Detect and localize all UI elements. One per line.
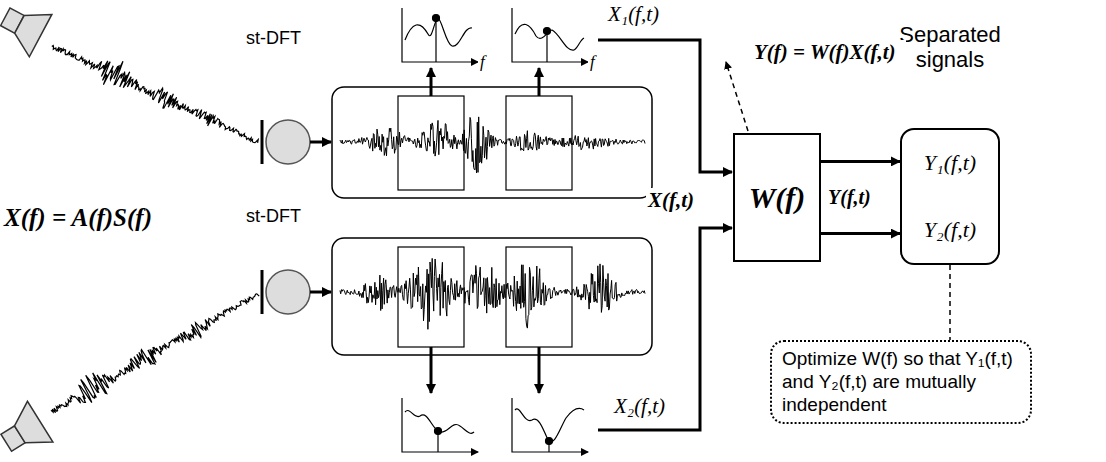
frame [398, 96, 464, 190]
axis-label: f [588, 52, 597, 72]
stage-label: st-DFT [244, 28, 303, 49]
waveform-panel [332, 238, 652, 355]
signal-name: X₁(f,t) [606, 2, 661, 26]
microphone [266, 270, 310, 314]
axis-label: f [478, 52, 487, 72]
signal-name: X(f,t) [646, 188, 696, 212]
dashed-link [949, 265, 951, 340]
node-text: W(f) [749, 181, 806, 215]
waveform [52, 46, 258, 143]
output-box: Separated signalsY₁(f,t)Y₂(f,t) [900, 128, 1000, 265]
unmixing-box: W(f) [733, 133, 821, 262]
signal-name: X₂(f,t) [612, 394, 667, 418]
signal-arrow [821, 160, 900, 163]
node-text: Optimize W(f) so that Y₁(f,t) and Y₂(f,t… [782, 348, 1020, 416]
stage-label: st-DFT [244, 206, 303, 227]
equation: Y(f) = W(f)X(f,t) [752, 40, 906, 64]
note-box: Optimize W(f) so that Y₁(f,t) and Y₂(f,t… [770, 340, 1032, 424]
waveform [340, 258, 645, 329]
microphone [266, 120, 310, 164]
speaker [0, 0, 52, 57]
waveform [340, 117, 645, 173]
waveform [51, 294, 259, 413]
node-text: Y₁(f,t) [924, 150, 976, 176]
signal-name: Y(f,t) [826, 186, 873, 209]
spectrum-plot [402, 8, 588, 452]
frame [506, 247, 572, 347]
speaker [0, 401, 53, 462]
waveform-panel [332, 87, 652, 198]
equation: X(f) = A(f)S(f) [2, 204, 154, 233]
signal-arrow [821, 232, 900, 235]
node-text: Y₂(f,t) [924, 217, 976, 243]
